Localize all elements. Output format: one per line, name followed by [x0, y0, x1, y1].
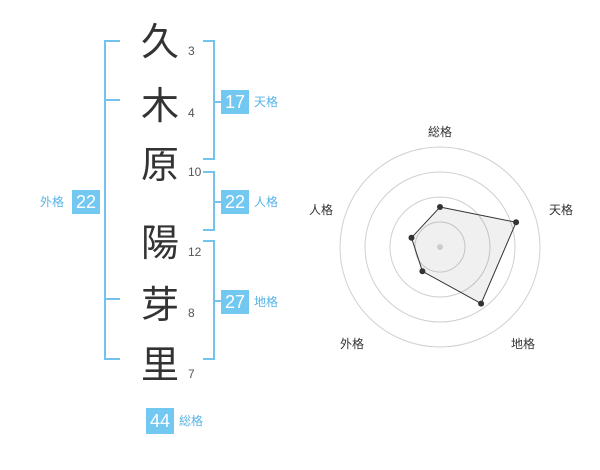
name-character-4: 陽 — [140, 221, 179, 265]
chikaku-value-badge: 27 — [221, 290, 249, 314]
radar-points — [408, 204, 520, 307]
stroke-count-2: 4 — [188, 106, 195, 120]
radar-axis-label-soukaku: 総格 — [428, 125, 453, 139]
gaikaku-label: 外格 — [40, 195, 65, 209]
radar-point — [478, 300, 485, 307]
stroke-count-3: 10 — [188, 165, 202, 179]
radar-ring — [364, 171, 516, 323]
name-character-2: 木 — [140, 84, 179, 128]
stroke-count-4: 12 — [188, 245, 202, 259]
jinkaku-label: 人格 — [254, 195, 279, 209]
radar-ring — [339, 146, 541, 348]
radar-ring — [389, 196, 491, 298]
stroke-count-5: 8 — [188, 306, 195, 320]
radar-polygon — [410, 206, 517, 305]
soukaku-label: 総格 — [179, 414, 204, 428]
soukaku-value-badge: 44 — [146, 408, 174, 434]
name-character-6: 里 — [140, 343, 179, 387]
radar-center-dot — [437, 244, 443, 250]
name-character-1: 久 — [140, 20, 179, 64]
radar-rings — [339, 146, 541, 348]
radar-axis-label-chikaku: 地格 — [511, 337, 536, 351]
stroke-count-6: 7 — [188, 367, 195, 381]
radar-point — [437, 204, 443, 210]
jinkaku-value-badge: 22 — [221, 190, 249, 214]
radar-axis-label-gaikaku: 外格 — [340, 337, 365, 351]
tenkaku-value-badge: 17 — [221, 90, 249, 114]
tenkaku-label: 天格 — [254, 95, 279, 109]
name-character-5: 芽 — [140, 283, 179, 327]
radar-point — [419, 268, 426, 275]
radar-axis-label-jinkaku: 人格 — [309, 203, 334, 217]
stroke-count-1: 3 — [188, 44, 195, 58]
radar-chart — [339, 146, 541, 348]
gaikaku-value-badge: 22 — [72, 190, 100, 214]
name-character-3: 原 — [140, 143, 179, 187]
radar-axis-label-tenkaku: 天格 — [549, 203, 574, 217]
chikaku-label: 地格 — [254, 295, 279, 309]
radar-point — [513, 219, 520, 226]
radar-point — [408, 234, 415, 241]
